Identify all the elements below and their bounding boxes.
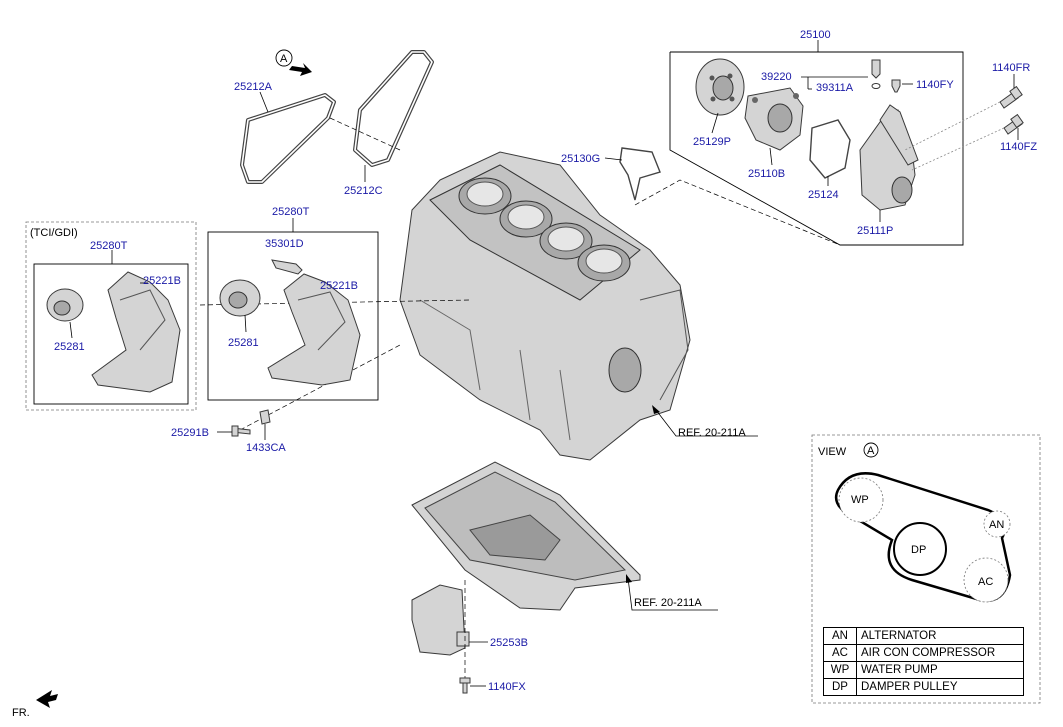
view-marker[interactable]: A: [867, 445, 875, 457]
belt-25212A: [240, 93, 336, 184]
bracket-box-left: [33, 263, 189, 405]
bolt-1140FR: [999, 85, 1023, 109]
pulley-wp: [838, 477, 884, 523]
dowel-1433CA: [259, 409, 271, 425]
svg-text:AC: AC: [978, 576, 993, 588]
label-25110B[interactable]: 25110B: [748, 168, 785, 180]
legend-description: ALTERNATOR: [856, 627, 1024, 645]
pulley-dp: [893, 522, 947, 576]
label-25130G[interactable]: 25130G: [561, 153, 600, 165]
ref-label-1[interactable]: REF. 20-211A: [678, 427, 746, 439]
oil-pan: [411, 461, 641, 611]
label-1140FR[interactable]: 1140FR: [992, 62, 1030, 74]
cylinder-block: [399, 151, 691, 461]
view-title[interactable]: VIEW: [818, 446, 847, 458]
water-pump-group: 25100 25129P 25110B 25124: [669, 29, 964, 246]
legend-code: AC: [823, 644, 857, 662]
ref-label-2[interactable]: REF. 20-211A: [634, 597, 702, 609]
label-25212C[interactable]: 25212C: [344, 185, 383, 197]
oring-39311A: [871, 83, 881, 89]
pump-body-25110B: [744, 87, 804, 151]
label-25291B[interactable]: 25291B: [171, 427, 209, 439]
legend-description: WATER PUMP: [856, 661, 1024, 679]
legend-code: DP: [823, 678, 857, 696]
label-39311A[interactable]: 39311A: [816, 82, 854, 94]
label-25253B[interactable]: 25253B: [490, 637, 528, 649]
label-25212A[interactable]: 25212A: [234, 81, 273, 93]
bolt-1140FX: [459, 677, 471, 694]
svg-text:A: A: [280, 53, 288, 65]
tensioner-25281-left: [46, 288, 84, 322]
svg-text:AN: AN: [989, 519, 1004, 531]
label-25281-mid[interactable]: 25281: [228, 337, 259, 349]
pulley-an: [983, 510, 1011, 538]
view-a-frame: [811, 434, 1041, 704]
gasket-25124: [809, 119, 851, 179]
housing-25111P: [859, 104, 919, 211]
svg-text:DP: DP: [911, 544, 926, 556]
label-25281-left[interactable]: 25281: [54, 341, 85, 353]
front-arrow: FR.: [12, 690, 58, 719]
label-25280T-mid[interactable]: 25280T: [272, 206, 310, 218]
legend-code: WP: [823, 661, 857, 679]
label-1140FY[interactable]: 1140FY: [916, 79, 954, 91]
label-39220[interactable]: 39220: [761, 71, 792, 83]
gasket-25130G: [619, 147, 661, 201]
pulley-ac: [963, 557, 1009, 603]
tensioner-25281-mid: [219, 279, 261, 317]
legend-description: DAMPER PULLEY: [856, 678, 1024, 696]
bolt-1140FZ: [1003, 113, 1024, 135]
tci-gdi-label[interactable]: (TCI/GDI): [30, 227, 78, 239]
label-1140FZ[interactable]: 1140FZ: [1000, 141, 1037, 153]
tci-gdi-frame: [25, 221, 197, 411]
label-25221B-left[interactable]: 25221B: [143, 275, 181, 287]
bracket-25221B-left: [91, 271, 181, 393]
legend-code: AN: [823, 627, 857, 645]
label-25111P[interactable]: 25111P: [857, 225, 893, 237]
label-25100[interactable]: 25100: [800, 29, 831, 41]
svg-text:WP: WP: [851, 494, 869, 506]
bracket-25253B: [411, 584, 470, 656]
legend-description: AIR CON COMPRESSOR: [856, 644, 1024, 662]
label-35301D[interactable]: 35301D: [265, 238, 304, 250]
svg-text:FR.: FR.: [12, 707, 30, 719]
bolt-25291B: [231, 425, 251, 437]
pulley-25129P: [695, 58, 745, 116]
label-25124[interactable]: 25124: [808, 189, 839, 201]
label-25280T-left[interactable]: 25280T: [90, 240, 128, 252]
label-25221B-mid[interactable]: 25221B: [320, 280, 358, 292]
sensor-35301D: [271, 259, 303, 275]
belt-routing-diagram: WP DP AN AC: [834, 472, 1012, 603]
arrow-view-a: A: [275, 49, 312, 76]
label-1433CA[interactable]: 1433CA: [246, 442, 286, 454]
sensor-39220: [871, 59, 881, 79]
bolt-1140FY: [891, 79, 901, 93]
bracket-box-mid: [207, 231, 379, 401]
label-25129P[interactable]: 25129P: [693, 136, 731, 148]
bracket-25221B-mid: [267, 273, 361, 386]
label-1140FX[interactable]: 1140FX: [488, 681, 526, 693]
